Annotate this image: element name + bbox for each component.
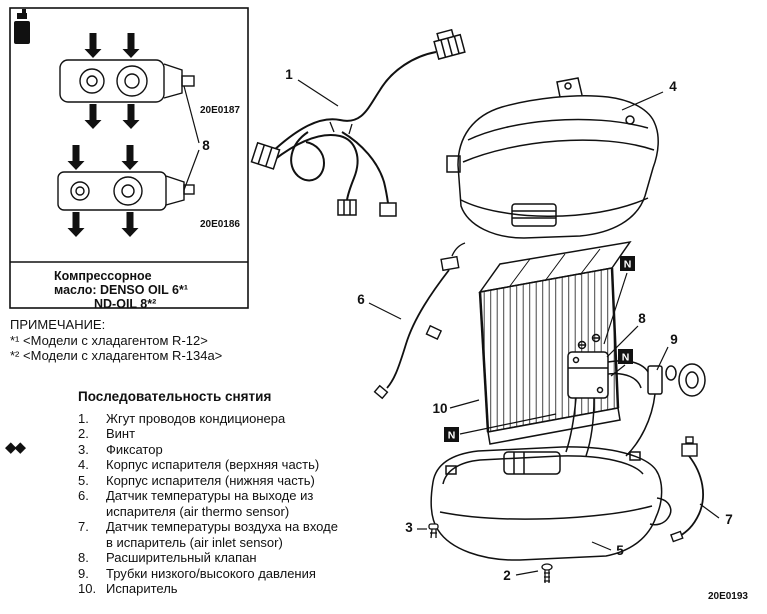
parts-list-item-number: 5. <box>78 472 89 488</box>
screw-drawing <box>541 563 553 583</box>
parts-list-item: 5. Корпус испарителя (нижняя часть) <box>78 473 344 489</box>
parts-list-item: 2. Винт <box>78 426 344 442</box>
compressor-oil-caption: Компрессорное масло: DENSO OIL 6*¹ ND-OI… <box>10 263 246 311</box>
expansion-valve-bottom-drawing <box>57 145 195 237</box>
note-title: ПРИМЕЧАНИЕ: <box>10 317 106 332</box>
callout-lower-case: 5 <box>616 543 624 558</box>
parts-list-item-number: 8. <box>78 550 89 565</box>
parts-list-item: 7. Датчик температуры воздуха на входе в… <box>78 519 344 550</box>
n-marker-middle: N <box>618 349 633 364</box>
callout-harness: 1 <box>285 67 293 82</box>
parts-list-item: 4. Корпус испарителя (верхняя часть) <box>78 457 344 473</box>
parts-list-item-text: Корпус испарителя (верхняя часть) <box>106 457 320 472</box>
parts-list-item: 8. Расширительный клапан <box>78 550 344 566</box>
parts-list-item-text: Жгут проводов кондиционера <box>106 410 286 426</box>
callout-thermo-sensor: 6 <box>357 292 365 307</box>
inset-callout-8: 8 <box>202 138 210 153</box>
expansion-valve-drawing <box>565 333 706 457</box>
parts-list-item-text: Винт <box>106 426 136 441</box>
parts-list-item-number: 9. <box>78 565 89 581</box>
parts-list-item: 3. Фиксатор <box>78 442 344 458</box>
double-diamond-icon: ◆◆ <box>5 439 26 456</box>
clip-drawing <box>428 523 439 539</box>
removal-sequence: Последовательность снятия 1. Жгут провод… <box>78 389 344 597</box>
note-line-1: *¹ <Модели с хладагентом R-12> <box>10 332 208 348</box>
n-marker-top: N <box>620 256 635 271</box>
caption-line-2: масло: DENSO OIL 6*¹ <box>54 283 189 297</box>
thermo-sensor-drawing <box>373 242 466 400</box>
parts-list-item: 10. Испаритель <box>78 581 344 597</box>
lower-case-drawing <box>430 446 672 561</box>
inset-box <box>9 7 249 309</box>
callout-expansion-valve: 8 <box>638 311 646 326</box>
parts-list-item-text: Корпус испарителя (нижняя часть) <box>106 472 315 488</box>
n-marker-middle-label: N <box>622 352 630 364</box>
parts-list-item-text: Расширительный клапан <box>106 550 257 565</box>
parts-list-item-number: 10. <box>78 581 97 596</box>
callout-screw: 2 <box>503 568 511 583</box>
harness-drawing <box>250 28 466 217</box>
parts-list-item-number: 1. <box>78 410 89 426</box>
callout-pipes: 9 <box>670 332 678 347</box>
expansion-valve-top-drawing <box>59 33 195 129</box>
parts-list-item-text: Испаритель <box>106 581 178 596</box>
callout-evaporator: 10 <box>432 401 447 416</box>
parts-list-item: 1. Жгут проводов кондиционера <box>78 411 344 427</box>
callout-clip: 3 <box>405 520 413 535</box>
parts-list-item-number: 4. <box>78 457 89 472</box>
note-block: ПРИМЕЧАНИЕ: *¹ <Модели с хладагентом R-1… <box>10 317 222 364</box>
upper-case-drawing <box>446 77 659 239</box>
parts-list-item-text: Трубки низкого/высокого давления <box>106 565 316 581</box>
callout-upper-case: 4 <box>669 79 677 94</box>
parts-list-item: 9. Трубки низкого/высокого давления <box>78 566 344 582</box>
parts-list-item-number: 7. <box>78 519 89 534</box>
inlet-sensor-drawing <box>670 436 704 543</box>
parts-list-item-text: Датчик температуры воздуха на входе в ис… <box>106 519 338 550</box>
parts-list-item-number: 2. <box>78 426 89 441</box>
inset-code-bottom: 20E0186 <box>200 219 240 230</box>
parts-list-item-text: Датчик температуры на выходе из испарите… <box>106 488 314 519</box>
n-marker-bottom: N <box>444 427 459 442</box>
parts-list-item-text: Фиксатор <box>106 441 163 457</box>
note-line-2: *² <Модели с хладагентом R-134a> <box>10 348 223 363</box>
n-marker-top-label: N <box>624 259 632 271</box>
parts-list-item-number: 6. <box>78 488 89 503</box>
diagram-code: 20E0193 <box>708 591 748 602</box>
parts-list-item-number: 3. <box>78 441 89 457</box>
spray-can-icon <box>14 9 30 44</box>
parts-list-item: 6. Датчик температуры на выходе из испар… <box>78 488 344 519</box>
n-marker-bottom-label: N <box>448 430 456 442</box>
inset-code-top: 20E0187 <box>200 105 240 116</box>
caption-line-3: ND-OIL 8*² <box>94 297 157 311</box>
callout-inlet-sensor: 7 <box>725 512 733 527</box>
removal-sequence-title: Последовательность снятия <box>78 389 272 404</box>
caption-line-1: Компрессорное <box>54 269 152 283</box>
leader-lines <box>183 79 720 576</box>
